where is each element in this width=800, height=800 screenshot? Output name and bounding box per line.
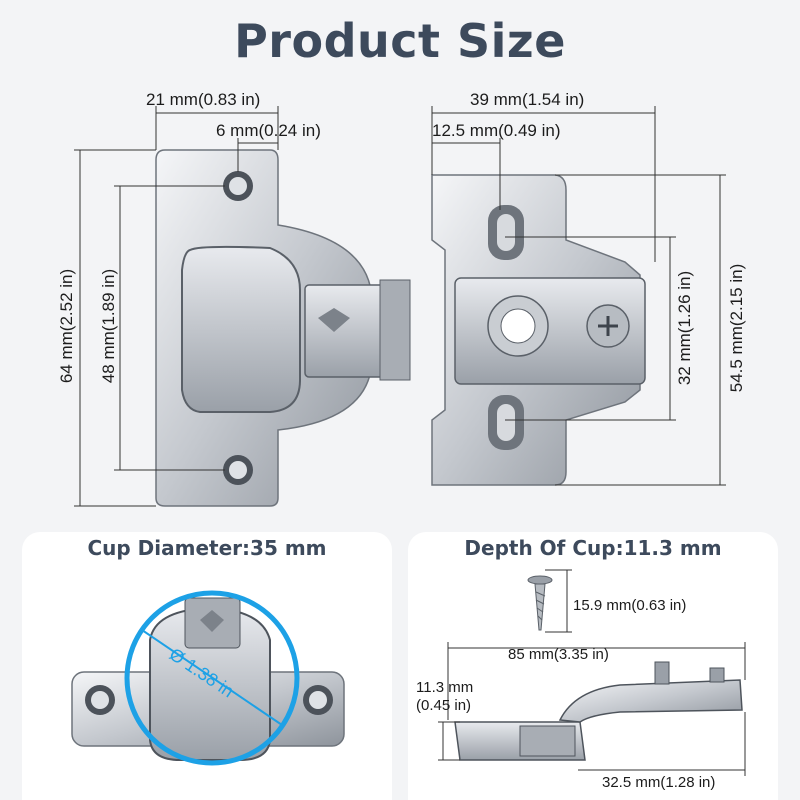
dimension-lines — [74, 106, 726, 507]
plate-width-label: 21 mm(0.83 in) — [146, 90, 261, 109]
mount-offset-label: 12.5 mm(0.49 in) — [432, 121, 561, 140]
cup-plate-drawing — [71, 597, 345, 761]
mounting-plate — [431, 174, 646, 486]
base-length-label: 32.5 mm(1.28 in) — [602, 774, 716, 791]
cup-depth-title: Depth Of Cup:11.3 mm — [464, 536, 722, 560]
hinge-side-drawing — [454, 661, 743, 761]
bottom-dimension-lines — [438, 569, 746, 776]
screw-length-label: 15.9 mm(0.63 in) — [573, 597, 687, 614]
mount-width-label: 39 mm(1.54 in) — [470, 90, 585, 109]
screw-icon — [527, 575, 553, 631]
arm-length-label: 85 mm(3.35 in) — [508, 646, 609, 663]
cup-diameter-indicator — [124, 590, 300, 766]
page-title: Product Size — [234, 14, 566, 68]
hole-offset-label: 6 mm(0.24 in) — [216, 121, 321, 140]
cup-depth-label-line2: (0.45 in) — [416, 697, 472, 714]
hinge-arm — [304, 279, 411, 381]
cup-depth-label-line1: 11.3 mm — [416, 679, 474, 696]
cup-diameter-title: Cup Diameter:35 mm — [87, 536, 327, 560]
hinge-plate — [155, 149, 373, 507]
